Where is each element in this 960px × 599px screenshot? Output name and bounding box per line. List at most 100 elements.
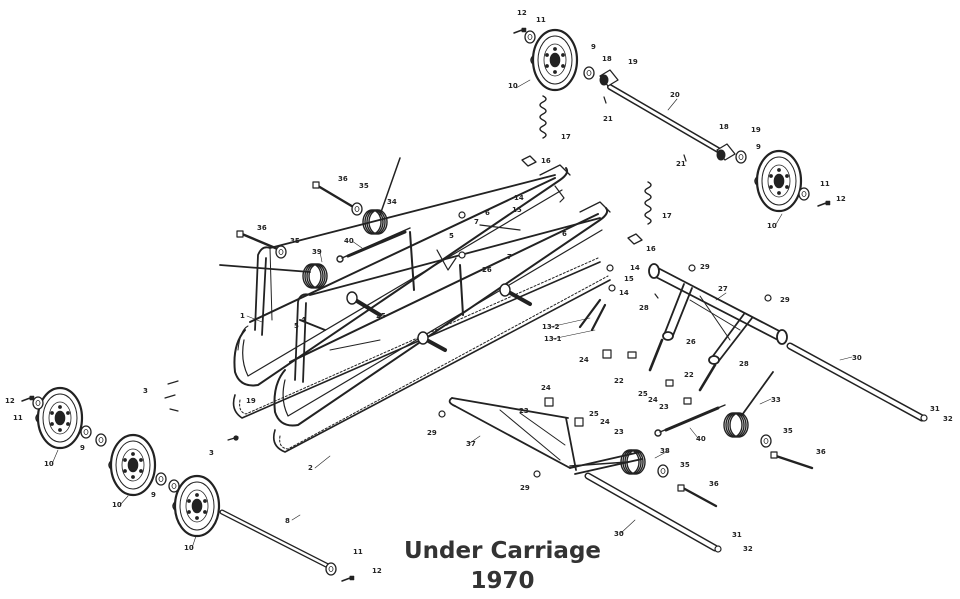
diagram-title-block: Under Carriage 1970: [400, 536, 605, 596]
label-1: 1: [240, 312, 245, 320]
washer-part-35-d: [657, 464, 669, 478]
washer-part-11-bottom: [325, 562, 337, 576]
label-40a: 40: [344, 237, 354, 245]
label-10c: 10: [44, 460, 54, 468]
bushings: [438, 211, 772, 478]
label-23a: 23: [519, 407, 529, 415]
label-24d: 24: [648, 396, 658, 404]
axle-part-8: [219, 509, 335, 571]
label-40b: 40: [696, 435, 706, 443]
bolt-part-12-left: [21, 395, 35, 402]
label-17b: 17: [662, 212, 672, 220]
wear-strip-part-2: [232, 257, 611, 453]
label-22b: 22: [684, 371, 694, 379]
washer-part-9-d: [168, 479, 180, 493]
hub-part-18-right: [716, 143, 736, 161]
bolt-part-12-top: [513, 27, 527, 34]
label-11d: 11: [353, 548, 363, 556]
label-11c: 11: [13, 414, 23, 422]
washer-part-9-right: [735, 150, 747, 164]
label-24b: 24: [600, 418, 610, 426]
diagram-title: Under Carriage: [403, 538, 602, 564]
label-29c: 29: [427, 429, 437, 437]
part-number-labels: 1 2 3 3 4 5 5 6 6 7 7 8 9 9 9 9 10 10 10…: [5, 9, 953, 575]
label-4: 4: [301, 316, 306, 324]
label-18b: 18: [719, 123, 729, 131]
leader-lines: [51, 79, 853, 549]
label-12c: 12: [5, 397, 15, 405]
label-12a: 12: [517, 9, 527, 17]
label-9d: 9: [151, 491, 156, 499]
label-33: 33: [771, 396, 781, 404]
torsion-spring-part-39: [302, 263, 328, 289]
label-36a: 36: [338, 175, 348, 183]
label-16a: 16: [541, 157, 551, 165]
wheel-part-10-top: [529, 28, 579, 92]
label-19b: 19: [751, 126, 761, 134]
label-18a: 18: [602, 55, 612, 63]
wheel-part-10-b: [107, 433, 157, 497]
label-5a: 5: [294, 322, 299, 330]
wheel-part-10-a: [34, 386, 84, 450]
label-12d: 12: [372, 567, 382, 575]
label-3b: 3: [209, 449, 214, 457]
shock-part-40-bottom: [654, 404, 726, 437]
label-23c: 23: [659, 403, 669, 411]
label-7b: 7: [507, 253, 512, 261]
wheel-part-10-right: [753, 149, 803, 213]
rear-arm-part-27: [648, 263, 788, 365]
label-24a: 24: [541, 384, 551, 392]
spring-arm-33: [741, 371, 774, 416]
label-10e: 10: [184, 544, 194, 552]
upper-frame: [254, 174, 601, 383]
label-14a: 14: [514, 194, 524, 202]
label-8: 8: [285, 517, 290, 525]
label-39: 39: [312, 248, 322, 256]
washer-part-11-right: [798, 187, 810, 201]
axle-part-30-bottom: [584, 472, 722, 553]
label-35b: 35: [290, 237, 300, 245]
label-36d: 36: [709, 480, 719, 488]
label-11a: 11: [536, 16, 546, 24]
label-29b: 29: [780, 296, 790, 304]
label-22a: 22: [614, 377, 624, 385]
label-28a: 28: [639, 304, 649, 312]
spring-arm-34: [379, 157, 401, 216]
bolt-part-36-b: [236, 230, 282, 252]
label-12b: 12: [836, 195, 846, 203]
label-19a: 19: [628, 58, 638, 66]
bolt-part-36-d: [677, 484, 718, 508]
label-32a: 32: [943, 415, 953, 423]
label-15a: 15: [512, 206, 522, 214]
washer-part-9-a: [80, 425, 92, 439]
label-2: 2: [308, 464, 313, 472]
label-35a: 35: [359, 182, 369, 190]
label-35c: 35: [783, 427, 793, 435]
label-9a: 9: [591, 43, 596, 51]
bolt-part-36-c: [770, 451, 814, 470]
label-17a: 17: [561, 133, 571, 141]
label-11b: 11: [820, 180, 830, 188]
axle-part-30-right: [786, 342, 928, 422]
label-14b: 14: [630, 264, 640, 272]
label-7: 7: [474, 218, 479, 226]
label-38: 38: [660, 447, 670, 455]
label-28b: 28: [739, 360, 749, 368]
label-21a: 21: [603, 115, 613, 123]
label-25b: 25: [589, 410, 599, 418]
axle-part-20: [607, 84, 728, 157]
washer-part-11-top: [524, 30, 536, 44]
label-6: 6: [485, 209, 490, 217]
slide-rail-part-1-inner: [273, 201, 611, 427]
cap-part-16-top: [521, 155, 537, 167]
spring-part-17-mid: [644, 181, 652, 225]
label-30b: 30: [614, 530, 624, 538]
label-26b: 26: [686, 338, 696, 346]
washer-part-9-b: [95, 433, 107, 447]
washer-part-35-c: [760, 434, 772, 448]
torsion-spring-part-33: [723, 412, 749, 438]
label-34: 34: [387, 198, 397, 206]
pin-part-21-top: [603, 96, 607, 104]
washer-part-9-top: [583, 66, 595, 80]
washer-part-35-b: [275, 245, 287, 259]
